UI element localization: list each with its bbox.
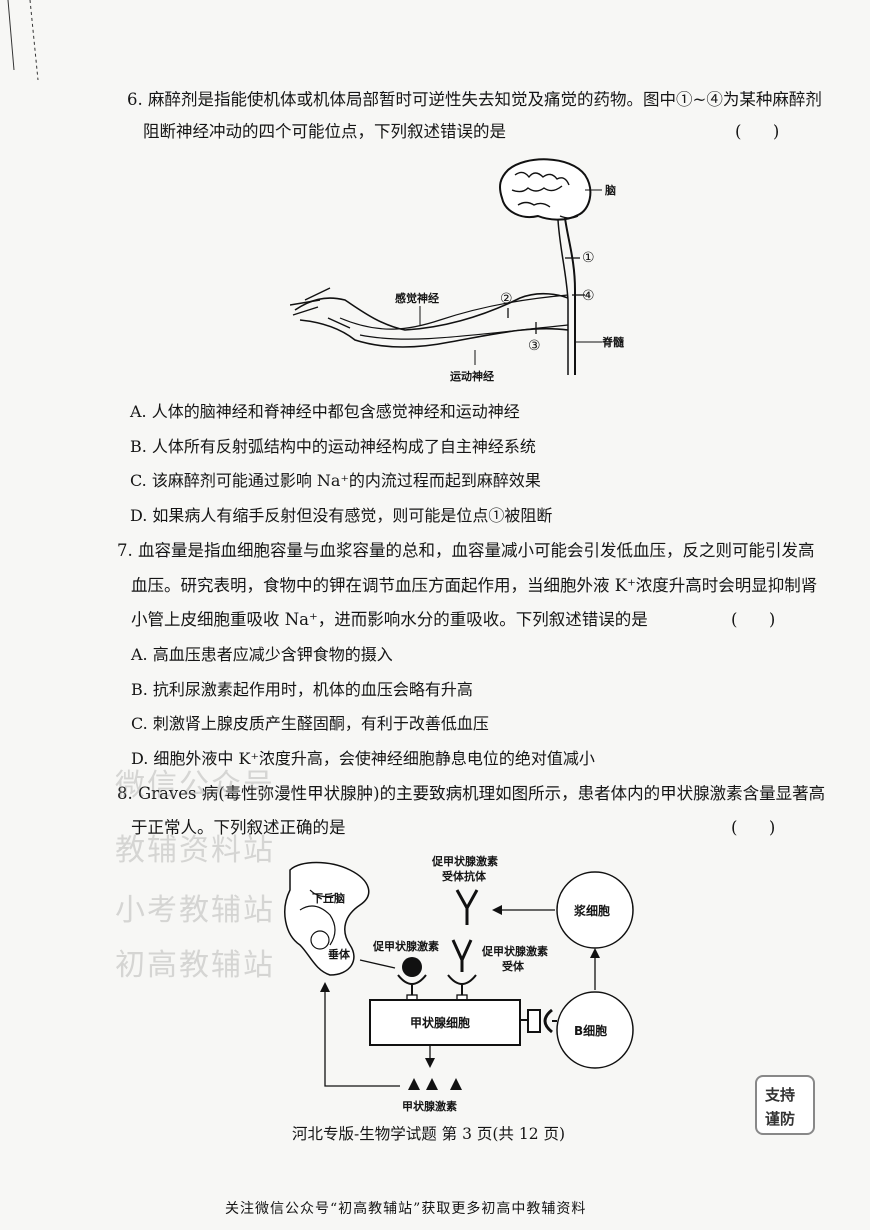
label-b-cell: B细胞 [574,1023,607,1038]
q8-graves-diagram: 下丘脑 垂体 促甲状腺激素 促甲状腺激素 受体抗体 促甲状腺激素 受体 浆细胞 … [284,854,634,1113]
label-hypothalamus: 下丘脑 [312,891,345,905]
binding-margin-lines [7,0,39,81]
page-footer: 河北专版-生物学试题 第 3 页(共 12 页) [292,1125,566,1143]
watermark-2: 教辅资料站 [115,833,275,868]
side-stamp-line2: 谨防 [765,1110,796,1128]
q7-line2: 血压。研究表明，食物中的钾在调节血压方面起作用，当细胞外液 K⁺浓度升高时会明显… [131,576,818,595]
label-antibody-line1: 促甲状腺激素 [431,854,498,868]
q6-option-a: A. 人体的脑神经和脊神经中都包含感觉神经和运动神经 [130,402,520,421]
watermark-3: 小考教辅站 [115,893,275,928]
watermark-4: 初高教辅站 [115,948,275,983]
label-site-3: ③ [528,338,541,354]
label-plasma-cell: 浆细胞 [573,903,610,918]
q7-line1: 7. 血容量是指血细胞容量与血浆容量的总和，血容量减小可能会引发低血压，反之则可… [117,541,815,560]
side-stamp: 支持 谨防 [755,1075,815,1135]
q7-option-c: C. 刺激肾上腺皮质产生醛固酮，有利于改善低血压 [131,714,489,733]
label-sensory-nerve: 感觉神经 [395,291,439,305]
label-receptor-line2: 受体 [502,959,525,973]
label-motor-nerve: 运动神经 [450,369,494,383]
q8-line2: 于正常人。下列叙述正确的是 [131,818,346,837]
label-receptor-line1: 促甲状腺激素 [481,944,548,958]
label-thyroid-hormone: 甲状腺激素 [402,1099,457,1113]
q7-option-d: D. 细胞外液中 K⁺浓度升高，会使神经细胞静息电位的绝对值减小 [131,749,595,768]
q6-option-c: C. 该麻醉剂可能通过影响 Na⁺的内流过程而起到麻醉效果 [130,471,541,490]
label-site-4: ④ [582,288,595,304]
hypothalamus-pituitary-icon [284,861,370,976]
q8-line1: 8. Graves 病(毒性弥漫性甲状腺肿)的主要致病机理如图所示，患者体内的甲… [117,784,826,803]
q7-option-a: A. 高血压患者应减少含钾食物的摄入 [131,645,393,664]
brain-icon [499,158,592,221]
q7-option-b: B. 抗利尿激素起作用时，机体的血压会略有升高 [131,680,473,699]
label-site-1: ① [582,250,595,266]
q7-line3: 小管上皮细胞重吸收 Na⁺，进而影响水分的重吸收。下列叙述错误的是 [131,610,648,629]
watermark-1: 微信公众号 [115,768,275,803]
bottom-note: 关注微信公众号“初高教辅站”获取更多初高中教辅资料 [225,1201,587,1217]
q6-nerve-diagram: 脑 脊髓 感觉神经 运动神经 ① ② ③ ④ [290,158,625,383]
label-site-2: ② [500,291,513,307]
q6-option-d: D. 如果病人有缩手反射但没有感觉，则可能是位点①被阻断 [130,506,553,525]
q6-line2: 阻断神经冲动的四个可能位点，下列叙述错误的是 [143,122,506,141]
side-stamp-line1: 支持 [765,1086,796,1104]
label-thyroid-cell: 甲状腺细胞 [410,1015,470,1030]
q6-answer-paren: ( ) [735,122,780,141]
label-pituitary: 垂体 [328,947,351,961]
q6-line1: 6. 麻醉剂是指能使机体或机体局部暂时可逆性失去知觉及痛觉的药物。图中①~④为某… [127,90,822,109]
label-antibody-line2: 受体抗体 [442,869,487,883]
q8-answer-paren: ( ) [731,818,776,837]
label-tsh: 促甲状腺激素 [372,939,439,953]
q7-answer-paren: ( ) [731,610,776,629]
label-brain: 脑 [605,183,616,197]
label-spinal-cord: 脊髓 [601,335,625,349]
q6-option-b: B. 人体所有反射弧结构中的运动神经构成了自主神经系统 [130,437,536,456]
